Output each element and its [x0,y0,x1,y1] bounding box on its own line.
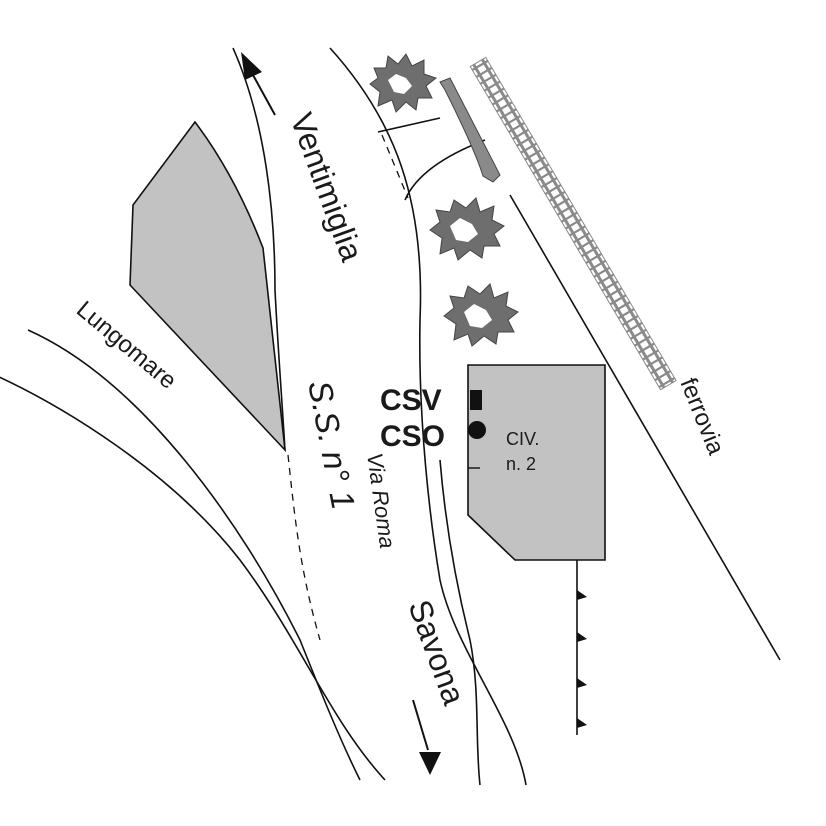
rail-tie [658,377,676,389]
rail-tie [471,59,489,71]
railway-track [469,56,677,391]
rail-tie [601,280,619,292]
rail-tie [524,149,542,161]
building-civ-2 [467,364,606,561]
rail-tie [581,246,598,258]
grey-area [129,120,287,453]
rail-tie [483,80,501,92]
rail-tie [500,108,517,120]
rail-tie [585,252,603,264]
rail-tie [528,156,546,168]
rail-tie [597,273,615,285]
rail-tie [536,170,554,182]
fence-marker [577,718,587,728]
rail-tie [556,204,574,216]
lungomare-inner-line [0,376,386,781]
rail-tie [520,142,538,154]
rail-tie [638,342,655,354]
tree-icon [429,197,505,261]
side-road-1 [377,117,441,133]
north-arrow-up-icon [241,52,276,116]
label-ss1: S.S. n° 1 [301,377,362,512]
rail-tie [654,370,672,382]
rail-tie [609,294,627,306]
rail-tie [650,363,667,375]
lungomare-outer-line [27,329,361,781]
rail-embankment-line [509,194,781,661]
rail-tie [548,190,566,202]
rail-tie [573,232,590,244]
rail-tie [504,115,521,127]
rail-tie [512,128,529,140]
label-civ: CIV. [506,429,539,449]
rail-tie [589,259,607,271]
rail-tie [516,135,534,147]
rail-tie [621,314,639,327]
rail-tie [492,94,509,106]
rail-tie [569,225,586,237]
rail-tie [642,349,659,361]
ss1-left-edge [232,47,286,451]
rail-tie [479,73,497,85]
rail-tie [577,239,594,251]
rail-tie [613,301,631,313]
label-via-roma: Via Roma [362,451,400,550]
fence-marker [577,678,587,688]
square-marker-icon [470,390,482,410]
side-road-dashed [381,134,409,199]
ss1-left-edge-dashed [287,454,321,641]
label-cso: CSO [380,420,445,453]
rail-tie [646,356,663,368]
rail-tie [565,218,582,230]
label-savona: Savona [401,595,472,709]
rail-tie [540,177,558,189]
label-civ-number: n. 2 [506,454,536,474]
label-csv: CSV [380,384,442,417]
fence-marker [577,632,587,642]
tree-icon [369,53,438,113]
label-ventimiglia: Ventimiglia [283,108,370,266]
rail-tie [475,66,493,78]
rail-tie [605,287,623,299]
circle-marker-icon [468,421,486,439]
ramp-shape [439,77,501,183]
rail-tie [561,211,578,223]
arrow-down-icon [412,699,441,775]
rail-tie [630,328,647,340]
tree-icon [443,283,519,347]
rail-tie [634,335,651,347]
road-left-edge-lower [439,459,481,786]
rail-tie [544,184,562,196]
rail-tie [508,121,525,133]
rail-tie [496,101,513,113]
rail-tie [487,87,505,99]
rail-tie [552,197,570,209]
rail-tie [617,308,635,320]
road-right-edge [329,47,527,786]
rail-tie [626,321,643,333]
fence-marker [577,590,587,600]
rail-tie [593,266,611,278]
rail-tie [532,163,550,175]
label-ferrovia: ferrovia [674,374,729,459]
